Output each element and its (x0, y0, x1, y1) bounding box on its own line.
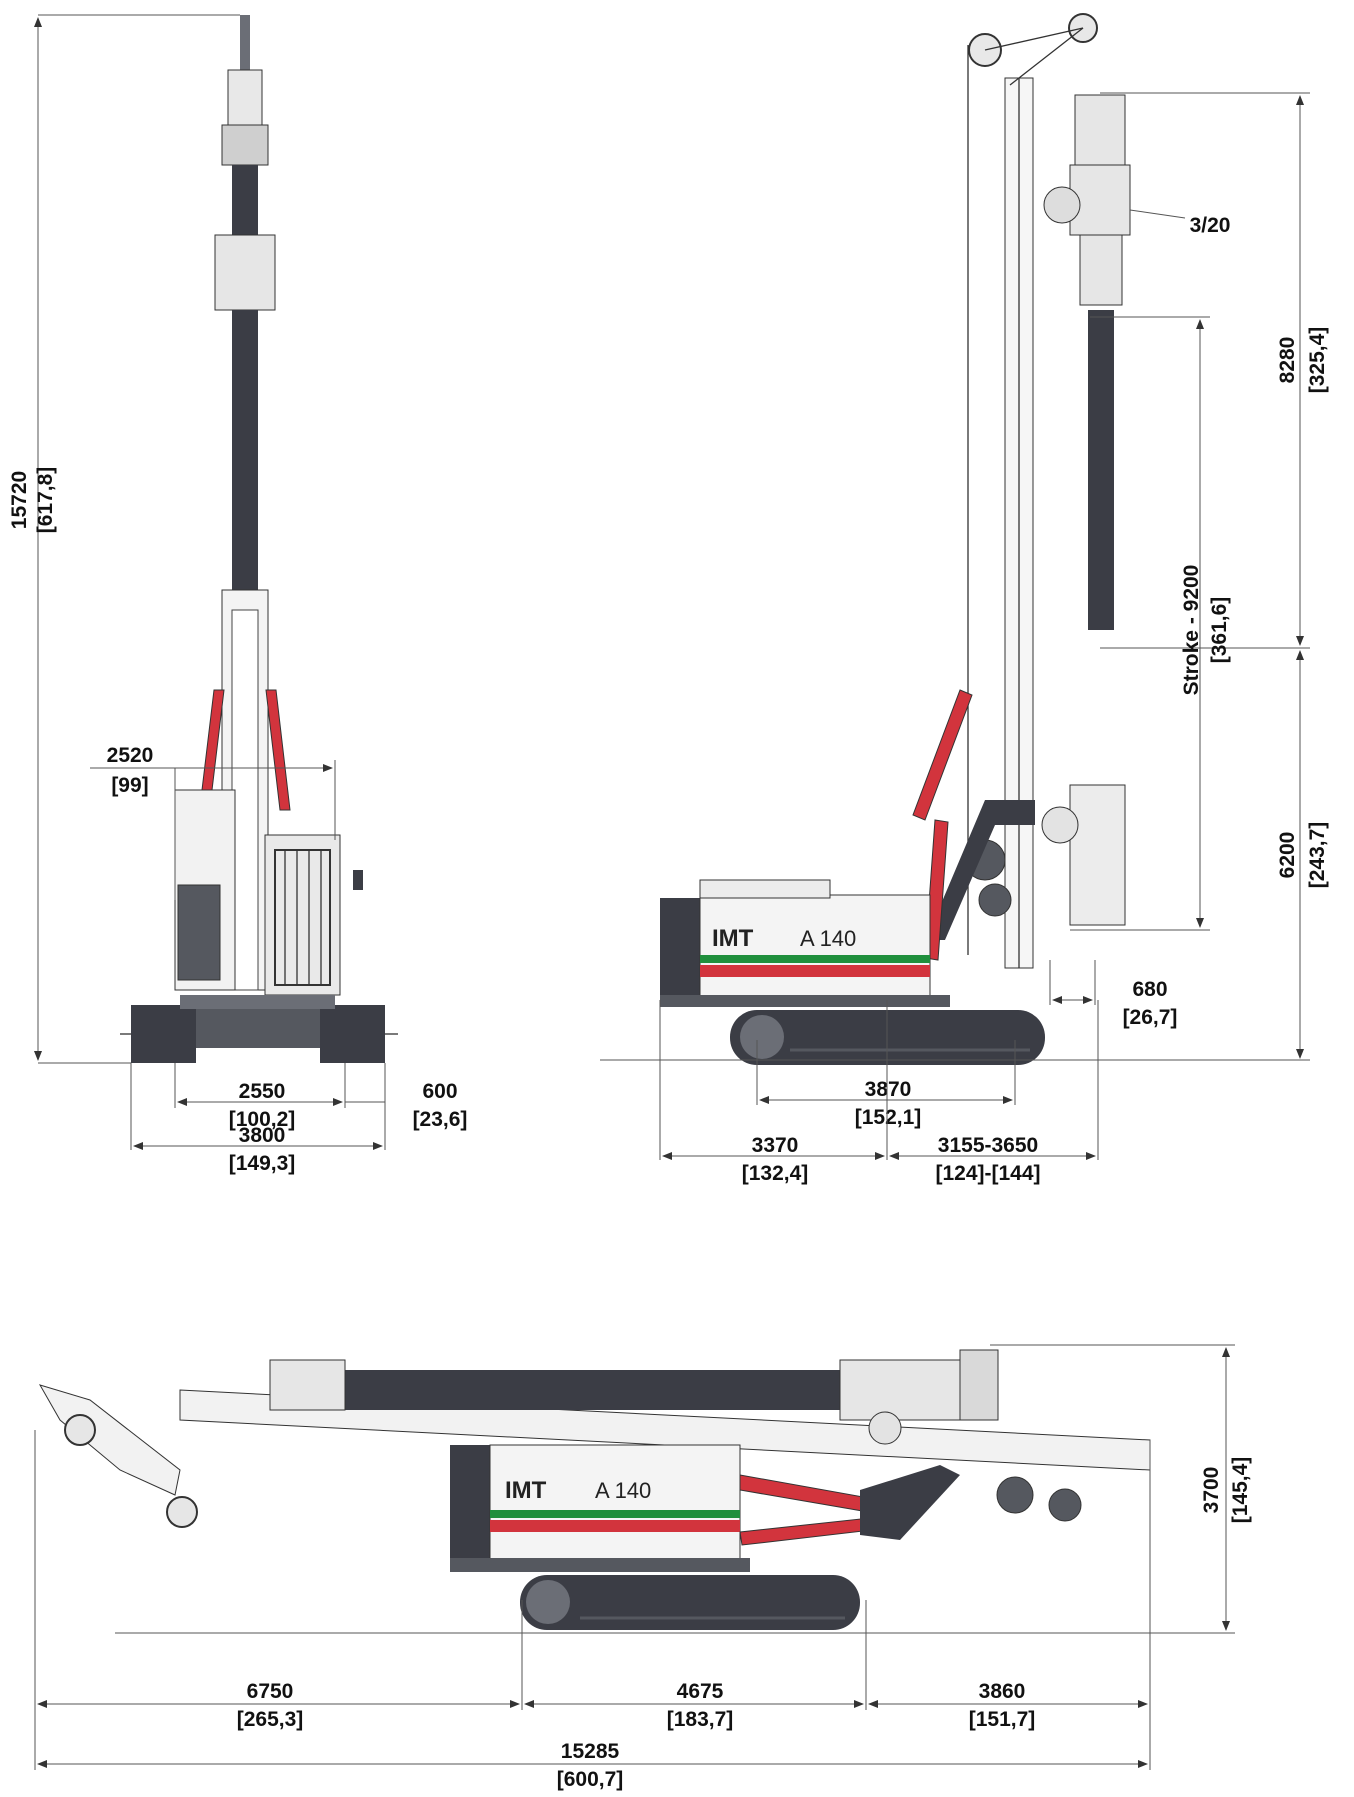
transport-height-in: [145,4] (1229, 1457, 1252, 1524)
dim-side-radius: 3370 [132,4] 3155-3650 [124]-[144] (659, 1000, 1099, 1185)
transport-track-mm: 4675 (677, 1680, 724, 1703)
transport-upper: IMT A 140 (450, 1444, 750, 1572)
upper-width-mm: 2520 (107, 744, 154, 767)
side-stroke-in: [361,6] (1208, 597, 1231, 664)
transport-height-mm: 3700 (1200, 1467, 1223, 1514)
transport-total-mm: 15285 (561, 1740, 620, 1763)
shoe-width-mm: 600 (422, 1080, 457, 1103)
dim-transport-lengths: 6750 [265,3] 4675 [183,7] 3860 [151,7] 1… (34, 1430, 1151, 1791)
front-undercarriage (120, 995, 398, 1063)
track-gauge-in: [100,2] (229, 1108, 296, 1131)
dim-overall-width: 3800 [149,3] (130, 1063, 383, 1175)
transport-brand-logo: IMT (505, 1477, 547, 1504)
side-brand-logo: IMT (712, 925, 754, 952)
front-mast (214, 15, 276, 991)
side-tail-radius-in: [132,4] (742, 1162, 809, 1185)
transport-rear-in: [151,7] (969, 1708, 1036, 1731)
dim-transport-height: 3700 [145,4] (115, 1344, 1252, 1634)
dim-side-upper-height: 8280 [325,4] (1100, 92, 1329, 649)
front-height-mm: 15720 (8, 471, 31, 529)
transport-front-in: [265,3] (237, 1708, 304, 1731)
side-offset-in: [26,7] (1123, 1006, 1178, 1029)
side-lower-height-mm: 6200 (1276, 832, 1299, 879)
track-gauge-mm: 2550 (239, 1080, 286, 1103)
dim-callout: 3/20 (1129, 209, 1231, 237)
overall-width-in: [149,3] (229, 1152, 296, 1175)
side-track-length-in: [152,1] (855, 1106, 922, 1129)
side-working-radius-in: [124]-[144] (935, 1162, 1040, 1185)
transport-model-label: A 140 (595, 1478, 651, 1503)
front-height-in: [617,8] (34, 467, 57, 534)
side-view: IMT A 140 8280 [325,4] Stroke - 9200 [36… (600, 13, 1329, 1185)
side-model-label: A 140 (800, 926, 856, 951)
side-track-length-mm: 3870 (865, 1078, 912, 1101)
transport-tracks (520, 1575, 860, 1630)
dim-shoe-width: 600 [23,6] (345, 1063, 467, 1150)
upper-width-in: [99] (111, 774, 148, 797)
transport-track-in: [183,7] (667, 1708, 734, 1731)
dim-upper-width: 2520 [99] (90, 744, 336, 900)
side-boom (900, 689, 1035, 961)
side-tail-radius-mm: 3370 (752, 1134, 799, 1157)
side-offset-mm: 680 (1132, 978, 1167, 1001)
front-upper (174, 789, 363, 996)
dim-side-offset: 680 [26,7] (1049, 960, 1178, 1029)
transport-front-mm: 6750 (247, 1680, 294, 1703)
dim-track-gauge: 2550 [100,2] (174, 1063, 346, 1131)
dim-side-stroke: Stroke - 9200 [361,6] (1070, 316, 1231, 931)
side-lower-height-in: [243,7] (1306, 822, 1329, 889)
dim-side-track-length: 3870 [152,1] (756, 1040, 1016, 1129)
transport-total-in: [600,7] (557, 1768, 624, 1791)
side-stroke-mm: Stroke - 9200 (1180, 565, 1203, 696)
side-upper-height-in: [325,4] (1306, 327, 1329, 394)
side-working-radius-mm: 3155-3650 (938, 1134, 1038, 1157)
shoe-width-in: [23,6] (413, 1108, 468, 1131)
transport-rear-mm: 3860 (979, 1680, 1026, 1703)
side-upper: IMT A 140 (660, 879, 950, 1007)
dim-side-lower-height: 6200 [243,7] (1276, 650, 1329, 1059)
overall-width-mm: 3800 (239, 1124, 286, 1147)
side-upper-height-mm: 8280 (1276, 337, 1299, 384)
front-view: 15720 [617,8] 2520 [99] 2550 [100,2] 600… (8, 14, 467, 1175)
transport-view: IMT A 140 3700 [145,4] (34, 1344, 1252, 1791)
dim-total-height: 15720 [617,8] (8, 14, 240, 1064)
callout-label: 3/20 (1190, 214, 1231, 237)
transport-boom (739, 1465, 1082, 1546)
